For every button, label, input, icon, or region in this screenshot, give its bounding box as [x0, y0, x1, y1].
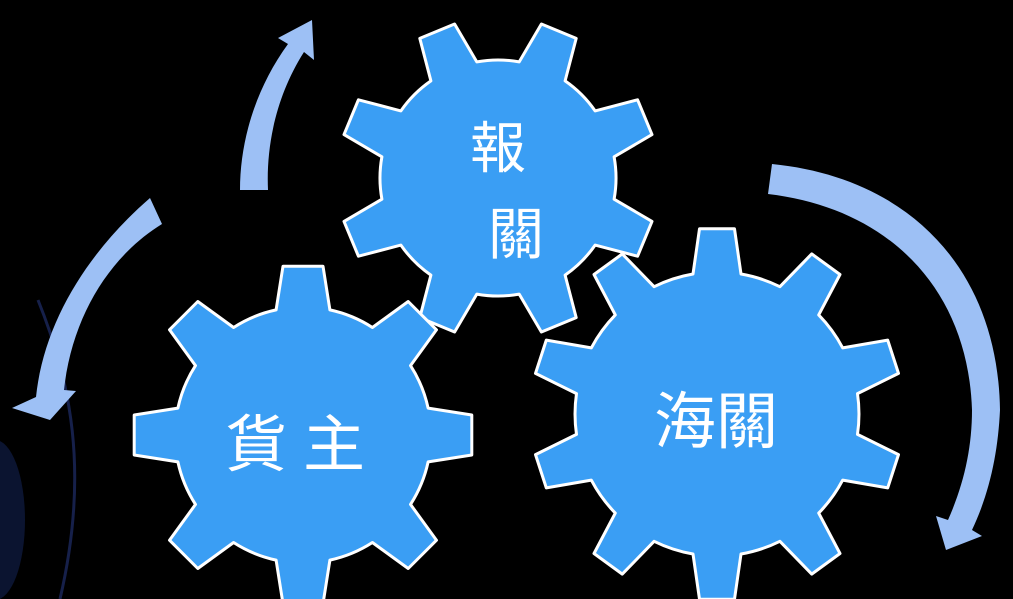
cycle-arrow-shipper-to-broker	[240, 20, 314, 190]
gear-label-broker-line2: 關	[488, 203, 544, 268]
gear-label-customs: 海關	[654, 385, 778, 458]
gear-label-broker-line1: 報	[470, 117, 526, 182]
gear-broker	[342, 22, 654, 334]
gear-label-shipper: 貨主	[225, 408, 381, 481]
background-decor-glow	[0, 441, 25, 599]
background-decor-curve	[36, 299, 77, 599]
cycle-arrow-customs-to-shipper	[12, 198, 162, 420]
gear-shipper	[132, 264, 474, 599]
cycle-arrow-broker-to-customs	[768, 164, 1000, 550]
gear-customs	[534, 227, 900, 599]
